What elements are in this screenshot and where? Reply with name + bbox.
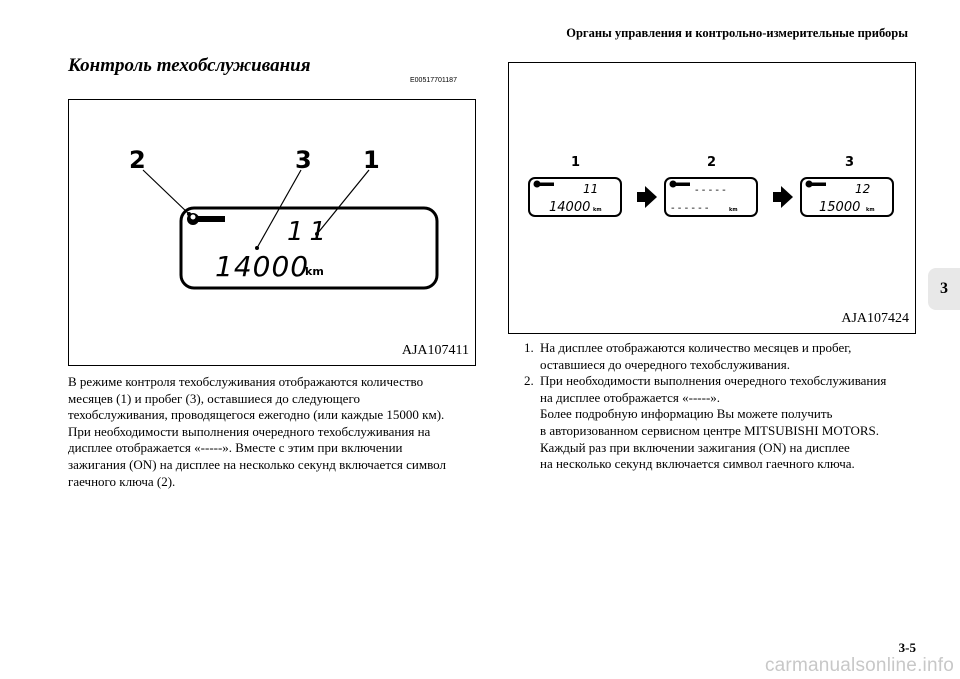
paragraph-line: зажигания (ON) на дисплее на несколько с… (68, 456, 446, 472)
sequence-illustration: 1 11 14000 km 2 - - - - - - - - - - - km (528, 155, 894, 217)
unit-label: km (305, 265, 324, 278)
paragraph-line: дисплее отображается «-----». Вместе с э… (68, 440, 403, 456)
list-item-line: Каждый раз при включении зажигания (ON) … (540, 439, 850, 455)
wrench-icon (805, 180, 826, 188)
list-item-line: на дисплее отображается «-----». (540, 389, 721, 405)
step-2-number: 2 (707, 155, 716, 170)
list-item: 2. При необходимости выполнения очередно… (524, 373, 924, 473)
step-2-months: - - - - - (695, 185, 726, 196)
step-1-mileage: 14000 (549, 200, 590, 215)
list-item-number: 1. (524, 340, 534, 355)
figure-2-label: AJA107424 (841, 311, 909, 326)
list-item: 1. На дисплее отображаются количество ме… (524, 340, 924, 373)
wrench-icon (187, 213, 225, 225)
paragraph-line: месяцев (1) и пробег (3), оставшиеся до … (68, 390, 360, 406)
callout-2: 2 (129, 146, 146, 174)
months-readout: 11 (287, 217, 332, 247)
step-3-months: 12 (855, 182, 870, 196)
step-3-number: 3 (845, 155, 854, 170)
paragraph-line: При необходимости выполнения очередного … (68, 423, 431, 439)
step-2-lcd (664, 177, 758, 217)
list-item-line: оставшиеся до очередного техобслуживания… (540, 356, 790, 372)
mileage-readout: 14000 (215, 250, 309, 283)
numbered-list: 1. На дисплее отображаются количество ме… (524, 340, 924, 473)
callout-line-3 (256, 169, 302, 249)
list-item-line: При необходимости выполнения очередного … (540, 373, 887, 389)
arrow-right-icon (773, 186, 793, 208)
step-2-unit: km (729, 207, 738, 213)
chapter-tab: 3 (928, 268, 960, 310)
callout-line-2 (142, 169, 190, 215)
page-number: 3-5 (898, 640, 916, 655)
step-1-months: 11 (583, 182, 598, 196)
document-code: E00517701187 (410, 77, 457, 84)
paragraph-line: техобслуживания, проводящегося ежегодно … (68, 407, 445, 423)
step-1-unit: km (593, 207, 602, 213)
figure-display-sequence: 1 11 14000 km 2 - - - - - - - - - - - km (508, 62, 916, 334)
step-3-unit: km (866, 207, 875, 213)
watermark: carmanualsonline.info (764, 655, 954, 676)
paragraph-line: В режиме контроля техобслуживания отобра… (68, 374, 424, 389)
lcd-panel (179, 206, 439, 290)
figure-maintenance-display: 2 3 1 11 14000 km AJA107411 (68, 99, 476, 366)
callout-1: 1 (363, 146, 380, 174)
step-2-mileage: - - - - - - (671, 203, 709, 214)
list-item-number: 2. (524, 373, 534, 389)
step-3-mileage: 15000 (819, 200, 860, 215)
list-item-line: Более подробную информацию Вы можете пол… (540, 406, 833, 422)
list-item-line: на несколько секунд включается символ га… (540, 456, 855, 472)
step-1-lcd (528, 177, 622, 217)
callout-line-1 (316, 169, 370, 235)
list-item-line: в авторизованном сервисном центре MITSUB… (540, 422, 880, 438)
step-1-number: 1 (571, 155, 580, 170)
list-item-line: На дисплее отображаются количество месяц… (540, 340, 852, 355)
wrench-icon (669, 180, 690, 188)
arrow-right-icon (637, 186, 657, 208)
step-3-lcd (800, 177, 894, 217)
display-illustration: 2 3 1 11 14000 km (129, 146, 439, 290)
body-paragraph: В режиме контроля техобслуживания отобра… (68, 374, 473, 490)
callout-3: 3 (295, 146, 312, 174)
wrench-icon (533, 180, 554, 188)
figure-1-label: AJA107411 (401, 343, 469, 358)
section-title: Контроль техобслуживания (68, 55, 311, 76)
paragraph-line: гаечного ключа (2). (68, 473, 176, 489)
running-header: Органы управления и контрольно-измерител… (566, 26, 908, 40)
